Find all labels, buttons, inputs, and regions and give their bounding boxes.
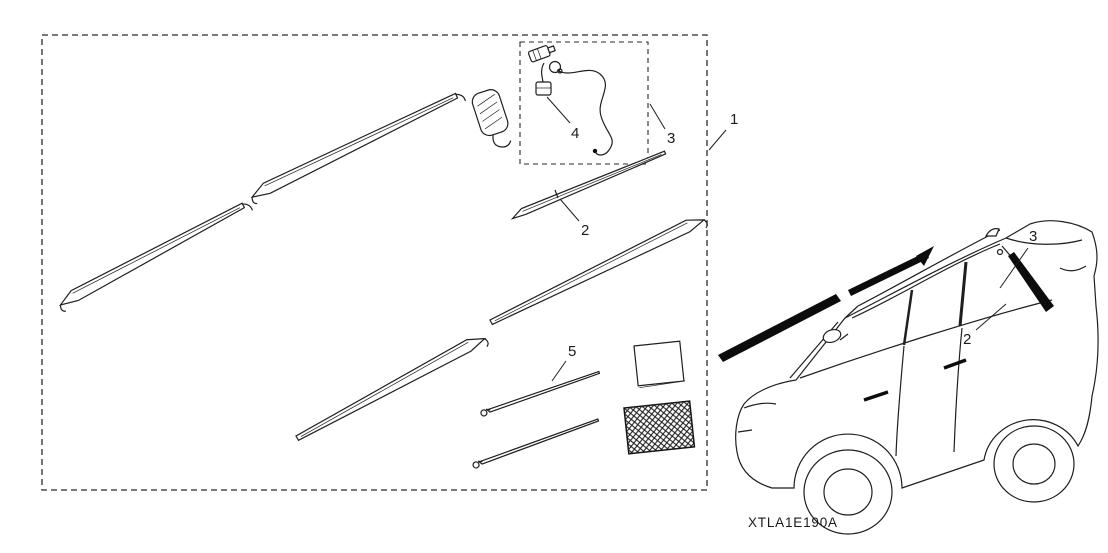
car-spoiler-underside <box>1005 237 1083 245</box>
car-far-roof-edge <box>857 229 1001 307</box>
car-rear-door-line <box>953 327 963 453</box>
adhesive-sheet-plain <box>633 340 685 389</box>
car-mirror-stem <box>839 333 849 341</box>
molding-strip-front-upper <box>58 202 253 312</box>
seal-rod-clip-tail <box>477 460 483 463</box>
vehicle-illustration: 3 2 <box>718 220 1099 535</box>
molding-strip-rear-upper <box>250 92 467 205</box>
car-rear-wheel-rim <box>1012 443 1056 485</box>
leader-line-2 <box>559 198 580 222</box>
installed-molding-front-segment <box>718 294 841 362</box>
adhesive-sheet-hatched <box>623 400 696 455</box>
part-code-label: XTLA1E190A <box>748 515 838 530</box>
car-front-wheel-rim <box>823 468 873 516</box>
leader-line-3 <box>649 103 666 130</box>
molding-strip-accent <box>494 222 688 322</box>
garnish-clip-pin <box>554 189 559 199</box>
connector-stub <box>547 45 556 54</box>
sheet-edge-detail <box>639 380 685 389</box>
installed-molding-rear-segment <box>848 252 929 296</box>
car-leader-line-3 <box>999 247 1029 289</box>
molding-strip-body <box>58 202 246 306</box>
molding-strip-accent <box>72 207 241 294</box>
install-direction-arrow <box>916 246 934 266</box>
connector-detail <box>532 48 542 61</box>
car-c-pillar <box>958 261 968 327</box>
sheet-hatched-fill <box>623 400 696 455</box>
callout-3: 3 <box>667 130 675 147</box>
end-cap-hatch <box>477 94 503 130</box>
sheet-outline <box>633 340 685 387</box>
harness-module-part4 <box>535 81 552 96</box>
car-grille-line <box>737 429 753 433</box>
molding-strip-front-lower <box>295 337 489 442</box>
garnish-strip-part2 <box>510 150 667 220</box>
seal-rod-clip <box>480 409 488 417</box>
car-front-door-handle <box>863 390 889 402</box>
harness-wire <box>556 69 613 156</box>
car-callout-3: 3 <box>1029 228 1037 245</box>
molding-strip-body <box>295 337 487 442</box>
car-side-mirror <box>822 328 842 344</box>
harness-entry-grommet <box>996 248 1004 256</box>
harness-branch-wire <box>541 62 545 83</box>
end-cap-hook <box>492 134 512 148</box>
seal-rod-clip-tail <box>485 408 491 411</box>
car-tail-lamp <box>1059 265 1087 272</box>
callout-4: 4 <box>571 125 579 142</box>
car-b-pillar <box>902 289 914 346</box>
molding-strip-end-hook <box>242 203 253 211</box>
car-front-wheel <box>803 449 893 535</box>
callout-5: 5 <box>568 343 576 360</box>
car-headlight-line <box>743 402 777 409</box>
car-roof-front-joint <box>844 305 859 319</box>
molding-strip-tip-curl <box>484 338 489 347</box>
seal-rod-body <box>485 370 601 413</box>
car-body-outline <box>735 220 1099 489</box>
car-leader-line-2 <box>975 303 1007 331</box>
harness-wire-end <box>592 148 598 154</box>
installed-quarter-trim <box>1008 252 1054 312</box>
car-beltline <box>799 299 1053 379</box>
molding-strip-tip-curl <box>59 304 66 312</box>
molding-strip-body <box>250 92 459 199</box>
end-cap-body <box>471 89 509 137</box>
molding-strip-accent <box>264 97 454 187</box>
molding-strip-rear-lower <box>489 219 708 326</box>
molding-strip-tip-curl <box>703 219 708 229</box>
leader-line-5 <box>551 360 567 382</box>
molding-strip-end-hook <box>455 93 467 102</box>
car-window-top-edge <box>851 243 1001 319</box>
harness-boundary-box <box>519 41 649 165</box>
leader-line-1 <box>708 129 727 151</box>
car-rear-wheel <box>993 425 1075 503</box>
garnish-strip-accent <box>522 154 662 212</box>
kit-boundary-box <box>41 34 708 491</box>
molding-strip-accent <box>300 342 469 437</box>
car-callout-2: 2 <box>963 331 971 348</box>
seal-rod-body <box>478 418 600 465</box>
harness-assembly <box>527 45 613 156</box>
harness-connector <box>527 45 556 63</box>
car-antenna-fin <box>984 228 1000 237</box>
seal-rod-upper <box>480 370 601 417</box>
garnish-strip-body <box>510 150 667 220</box>
leader-line-4 <box>546 96 571 124</box>
callout-1: 1 <box>730 111 738 128</box>
seal-rod-lower <box>472 418 600 469</box>
molding-strip-tip-curl <box>251 197 258 205</box>
car-rear-door-handle <box>943 358 967 370</box>
molding-strip-body <box>489 219 706 326</box>
seal-rod-clip <box>472 461 480 469</box>
callout-2: 2 <box>581 222 589 239</box>
car-front-door-line <box>895 345 905 457</box>
harness-grommet-ring <box>548 60 562 74</box>
molding-end-cap <box>471 89 512 148</box>
